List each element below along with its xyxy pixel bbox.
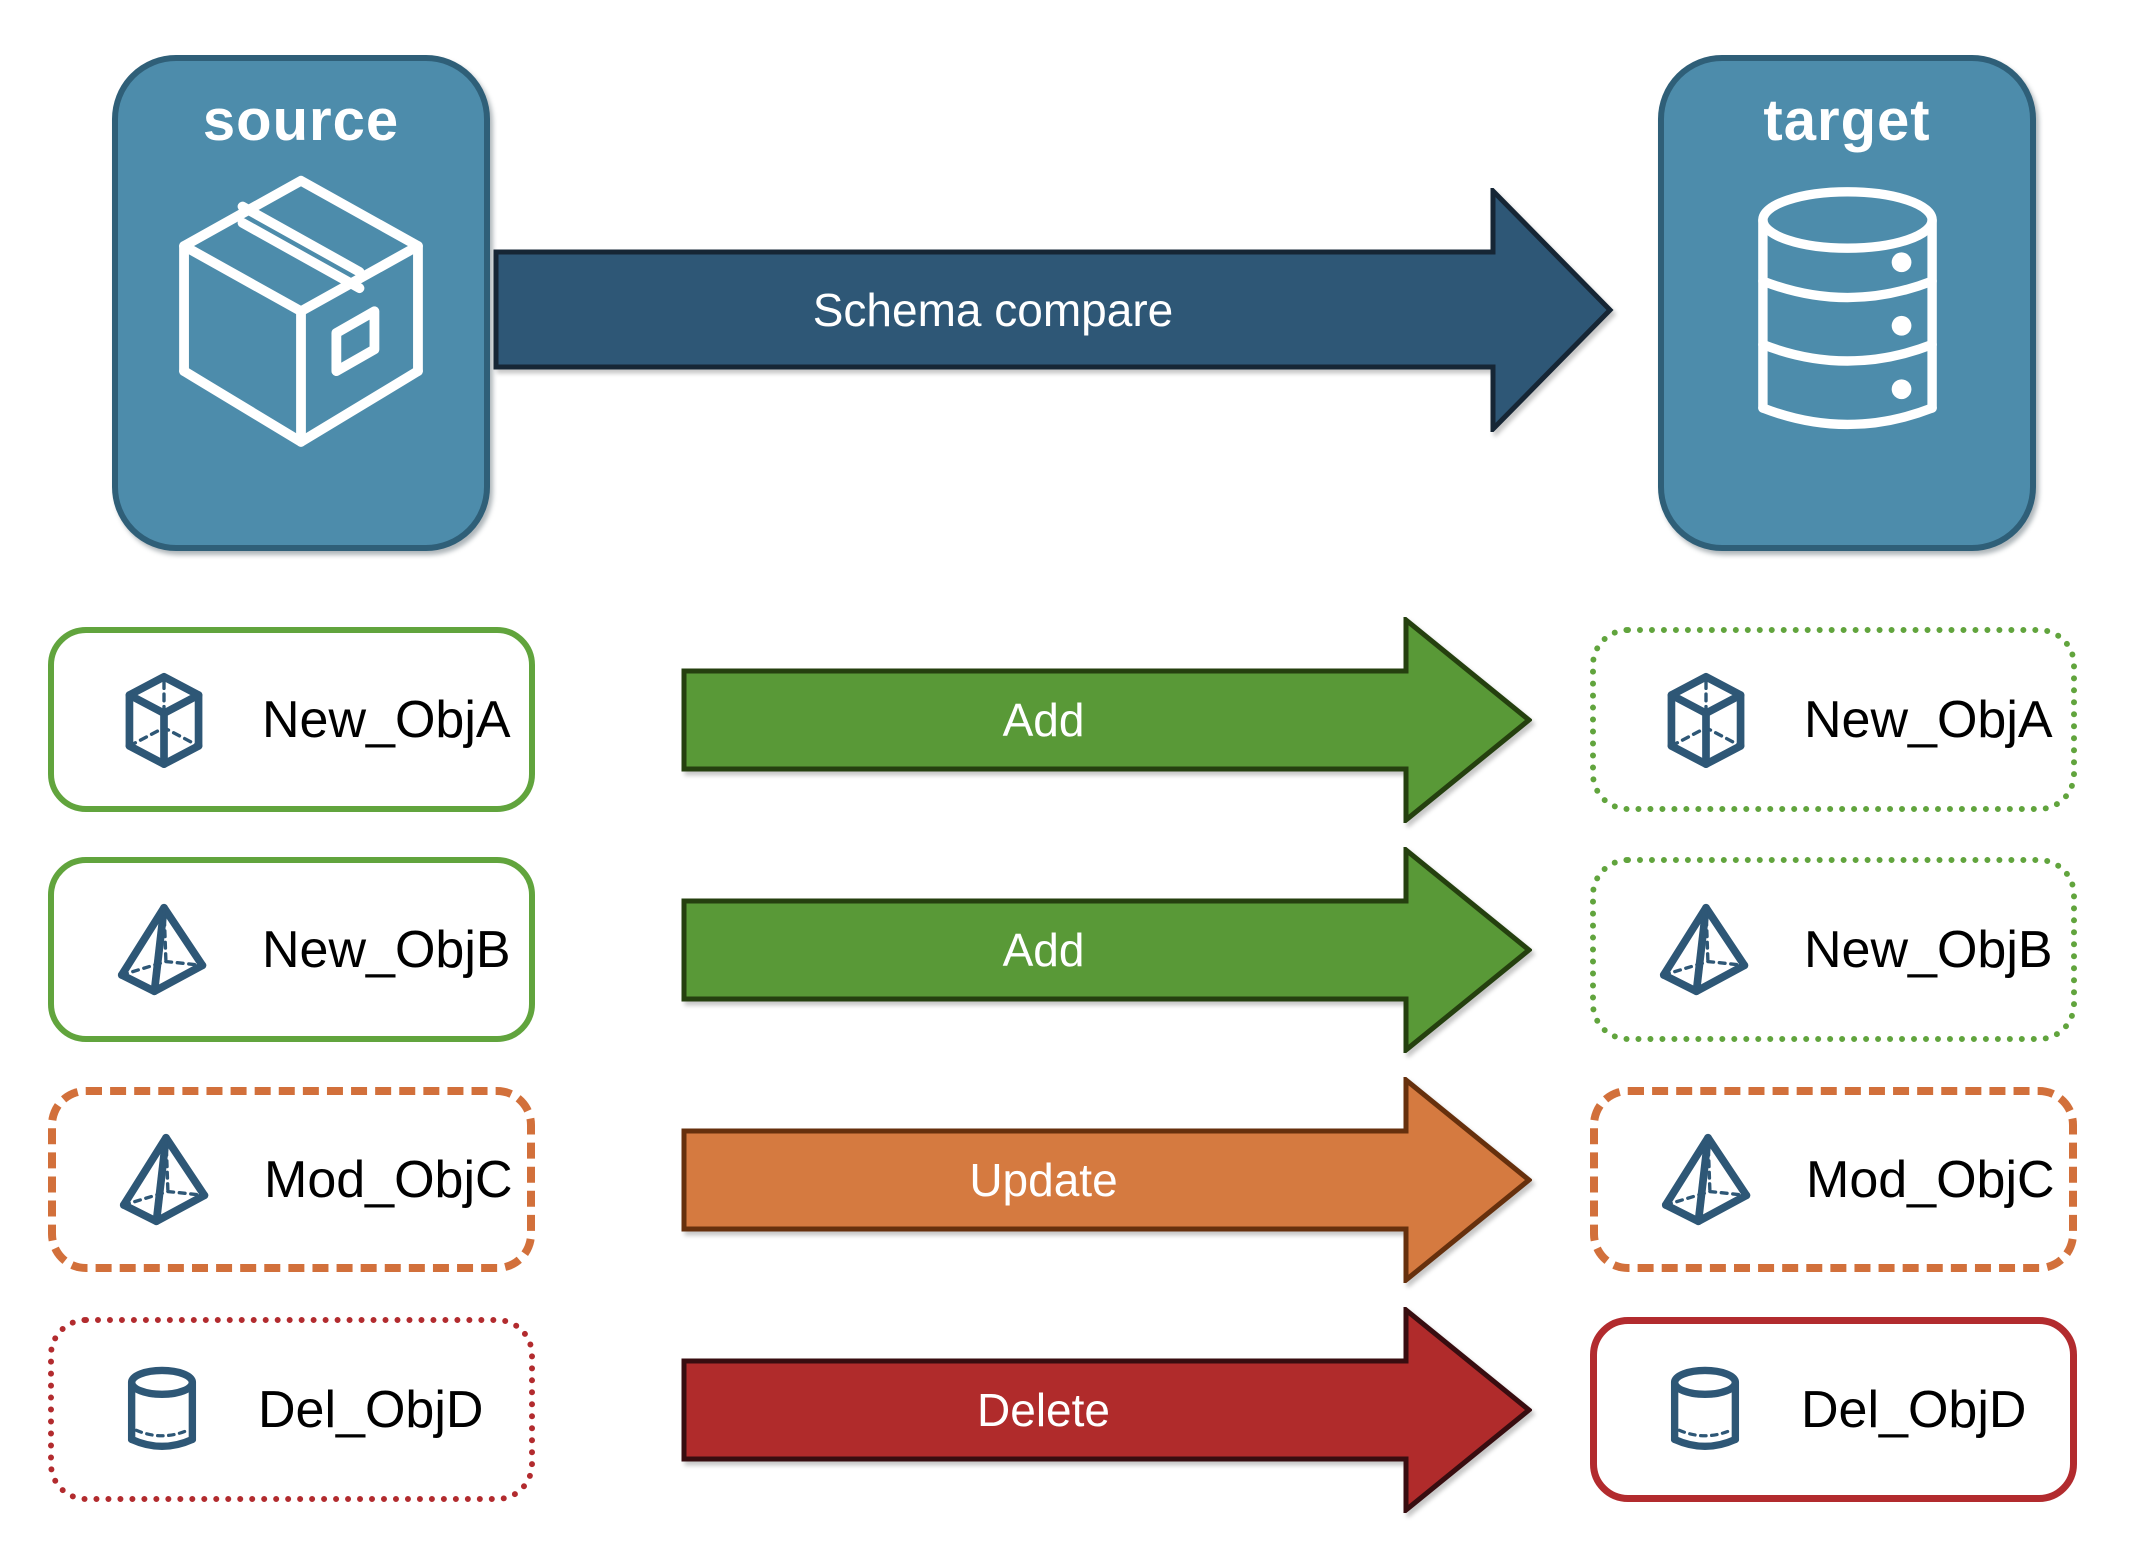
target-node-label: target: [1763, 88, 1931, 153]
object-label: Del_ObjD: [258, 1380, 484, 1439]
cylinder-icon: [127, 1366, 197, 1450]
action-arrow-add-obja: Add: [681, 617, 1532, 823]
action-arrow-label: Add: [1002, 694, 1085, 746]
add-arrow-shape: [681, 617, 1532, 823]
package-icon: [179, 175, 423, 447]
add-arrow-shape: [681, 847, 1532, 1053]
action-arrow-label: Delete: [977, 1384, 1110, 1436]
object-label: Mod_ObjC: [264, 1150, 513, 1209]
delete-arrow-shape: [681, 1307, 1532, 1513]
update-arrow-shape: [681, 1077, 1532, 1283]
database-icon: [1757, 187, 1937, 430]
source-object-card-del-objd: Del_ObjD: [48, 1317, 535, 1502]
target-object-card-new-obja: New_ObjA: [1590, 627, 2077, 812]
object-label: New_ObjA: [262, 690, 511, 749]
pyramid-icon: [119, 1133, 209, 1225]
schema-compare-arrow-shape: [493, 188, 1614, 432]
source-node-label: source: [202, 88, 400, 153]
object-label: Mod_ObjC: [1806, 1150, 2055, 1209]
source-node: source: [112, 55, 490, 551]
schema-compare-label: Schema compare: [812, 284, 1174, 336]
object-label: New_ObjB: [1804, 920, 2053, 979]
pyramid-icon: [1661, 1133, 1751, 1225]
object-label: New_ObjA: [1804, 690, 2053, 749]
target-node: target: [1658, 55, 2036, 551]
source-object-card-new-obja: New_ObjA: [48, 627, 535, 812]
source-object-card-mod-objc: Mod_ObjC: [48, 1087, 535, 1272]
action-arrow-delete-objd: Delete: [681, 1307, 1532, 1513]
target-object-card-del-objd: Del_ObjD: [1590, 1317, 2077, 1502]
object-label: Del_ObjD: [1801, 1380, 2027, 1439]
action-arrow-label: Add: [1002, 924, 1085, 976]
action-arrow-label: Update: [969, 1154, 1118, 1206]
pyramid-icon: [117, 903, 207, 995]
cylinder-icon: [1670, 1366, 1740, 1450]
schema-compare-arrow: Schema compare: [493, 188, 1615, 432]
cube-icon: [125, 672, 203, 768]
object-label: New_ObjB: [262, 920, 511, 979]
action-arrow-add-objb: Add: [681, 847, 1532, 1053]
action-arrow-update-objc: Update: [681, 1077, 1532, 1283]
target-object-card-new-objb: New_ObjB: [1590, 857, 2077, 1042]
cube-icon: [1667, 672, 1745, 768]
source-object-card-new-objb: New_ObjB: [48, 857, 535, 1042]
pyramid-icon: [1659, 903, 1749, 995]
target-object-card-mod-objc: Mod_ObjC: [1590, 1087, 2077, 1272]
